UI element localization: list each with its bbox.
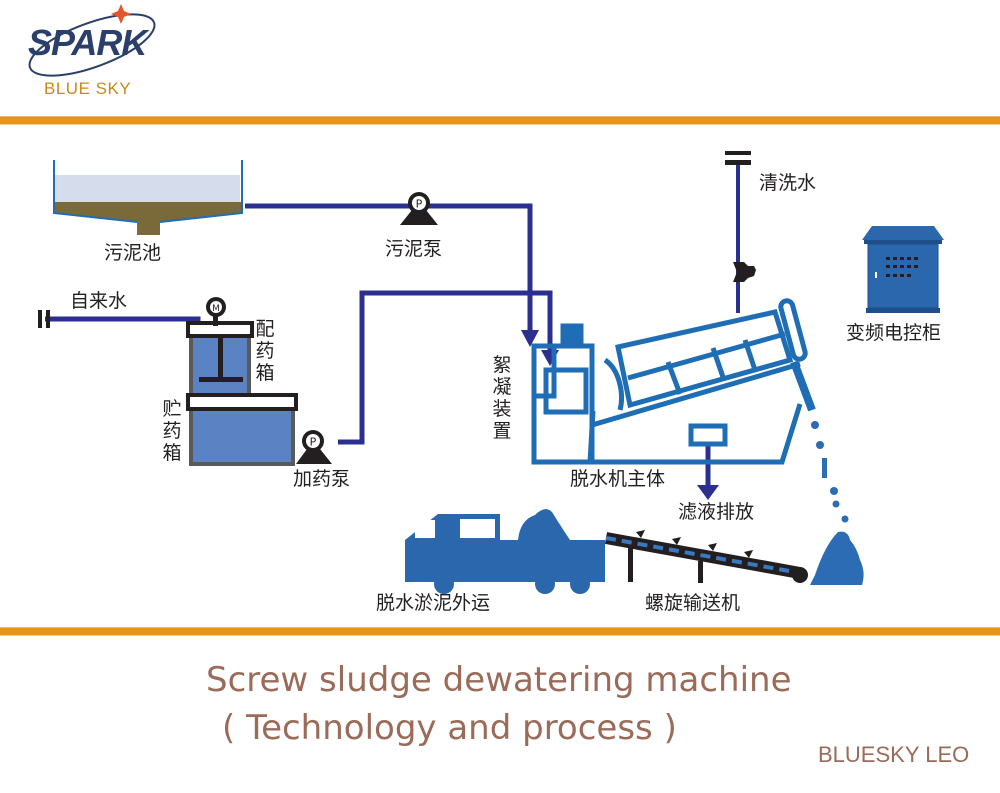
dosing-pump-icon: P (296, 430, 332, 464)
label-sludge-transport: 脱水淤泥外运 (376, 592, 491, 614)
filtrate-outlet (688, 423, 728, 447)
svg-text:M: M (212, 304, 220, 314)
tap-water-valve-icon (38, 310, 50, 328)
label-dewatering-main-body: 脱水机主体 (570, 468, 666, 490)
label-wash-water: 清洗水 (759, 172, 817, 194)
label-dosing-pump: 加药泵 (293, 468, 351, 490)
signature: BLUESKY LEO (818, 742, 970, 767)
logo-brand: SPARK (28, 22, 147, 63)
dosing-pipe (338, 290, 553, 445)
logo-subtitle: BLUE SKY (44, 79, 132, 98)
sludge-tank (53, 160, 243, 235)
wash-water-valve-icon (733, 262, 756, 282)
dewatering-machine (531, 298, 816, 465)
truck-icon (405, 509, 605, 594)
label-flocculation-device: 絮凝装置 (492, 354, 512, 442)
label-filtrate-discharge: 滤液排放 (678, 501, 755, 523)
mixer-motor-icon: M (206, 297, 226, 326)
title-line-1: Screw sludge dewatering machine (206, 660, 792, 700)
label-mixing-tank: 配药箱 (255, 318, 275, 384)
tap-water-pipe (45, 316, 201, 332)
screw-drum (615, 309, 794, 409)
screw-conveyor-icon (604, 530, 808, 583)
sludge-inlet-arrow-icon (521, 330, 539, 347)
tank-sludge (53, 202, 242, 235)
wash-water-inlet-icon (725, 151, 751, 165)
chemical-tanks (186, 321, 298, 466)
bottom-divider (0, 627, 1000, 636)
label-screw-conveyor: 螺旋输送机 (645, 592, 741, 614)
discharged-sludge (810, 421, 864, 585)
sludge-pipe (245, 203, 533, 330)
label-tap-water: 自来水 (70, 290, 128, 312)
logo-orbit-icon (28, 4, 156, 77)
svg-text:P: P (310, 436, 317, 449)
title-line-2: ( Technology and process ) (222, 708, 677, 748)
filtrate-arrow-icon (697, 485, 719, 500)
label-sludge-tank: 污泥池 (104, 242, 162, 264)
sludge-pump-icon: P (400, 192, 438, 225)
label-vfd-control-cabinet: 变频电控柜 (846, 322, 942, 344)
tank-water (55, 175, 240, 202)
label-storage-tank: 贮药箱 (162, 398, 182, 464)
top-divider (0, 116, 1000, 125)
pipes (45, 165, 740, 485)
label-sludge-pump: 污泥泵 (385, 238, 443, 260)
vfd-control-cabinet-icon (862, 226, 944, 313)
star-icon (111, 4, 131, 24)
svg-text:P: P (416, 198, 423, 211)
